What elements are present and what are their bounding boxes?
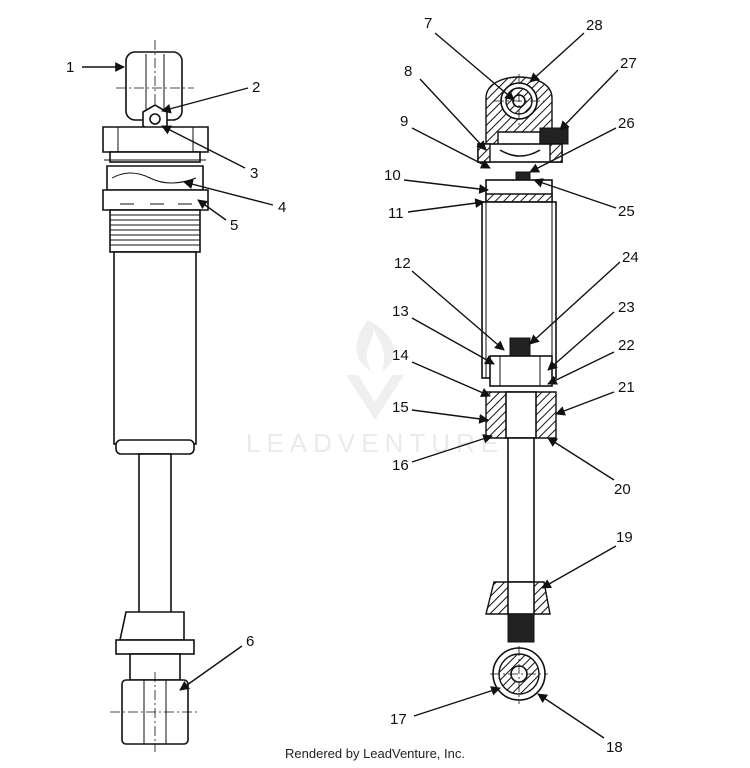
callout-1: 1 <box>66 59 74 76</box>
callout-11: 11 <box>388 205 404 222</box>
callout-18: 18 <box>606 739 623 756</box>
callout-labels: 1 2 3 4 5 6 7 8 9 10 11 12 13 14 15 16 1… <box>66 15 639 756</box>
callout-23: 23 <box>618 299 635 316</box>
callout-8: 8 <box>404 63 412 80</box>
threads <box>110 214 200 246</box>
callout-2: 2 <box>252 79 260 96</box>
footer-credit: Rendered by LeadVenture, Inc. <box>285 746 465 761</box>
shock-exterior-view <box>102 40 209 752</box>
callout-25: 25 <box>618 203 635 220</box>
leadventure-watermark: LEADVENTURE <box>246 320 504 458</box>
callout-13: 13 <box>392 303 409 320</box>
callout-10: 10 <box>384 167 401 184</box>
callout-24: 24 <box>622 249 639 266</box>
callout-27: 27 <box>620 55 637 72</box>
callout-26: 26 <box>618 115 635 132</box>
callout-3: 3 <box>250 165 258 182</box>
leader-lines <box>82 32 621 739</box>
callout-28: 28 <box>586 17 603 34</box>
callout-7: 7 <box>424 15 432 32</box>
callout-17: 17 <box>390 711 407 728</box>
callout-19: 19 <box>616 529 633 546</box>
watermark-text: LEADVENTURE <box>246 428 504 458</box>
callout-9: 9 <box>400 113 408 130</box>
callout-15: 15 <box>392 399 409 416</box>
callout-16: 16 <box>392 457 409 474</box>
shock-cross-section-view <box>477 74 569 704</box>
callout-5: 5 <box>230 217 238 234</box>
callout-12: 12 <box>394 255 411 272</box>
callout-4: 4 <box>278 199 286 216</box>
callout-21: 21 <box>618 379 635 396</box>
callout-22: 22 <box>618 337 635 354</box>
callout-20: 20 <box>614 481 631 498</box>
callout-14: 14 <box>392 347 409 364</box>
callout-6: 6 <box>246 633 254 650</box>
